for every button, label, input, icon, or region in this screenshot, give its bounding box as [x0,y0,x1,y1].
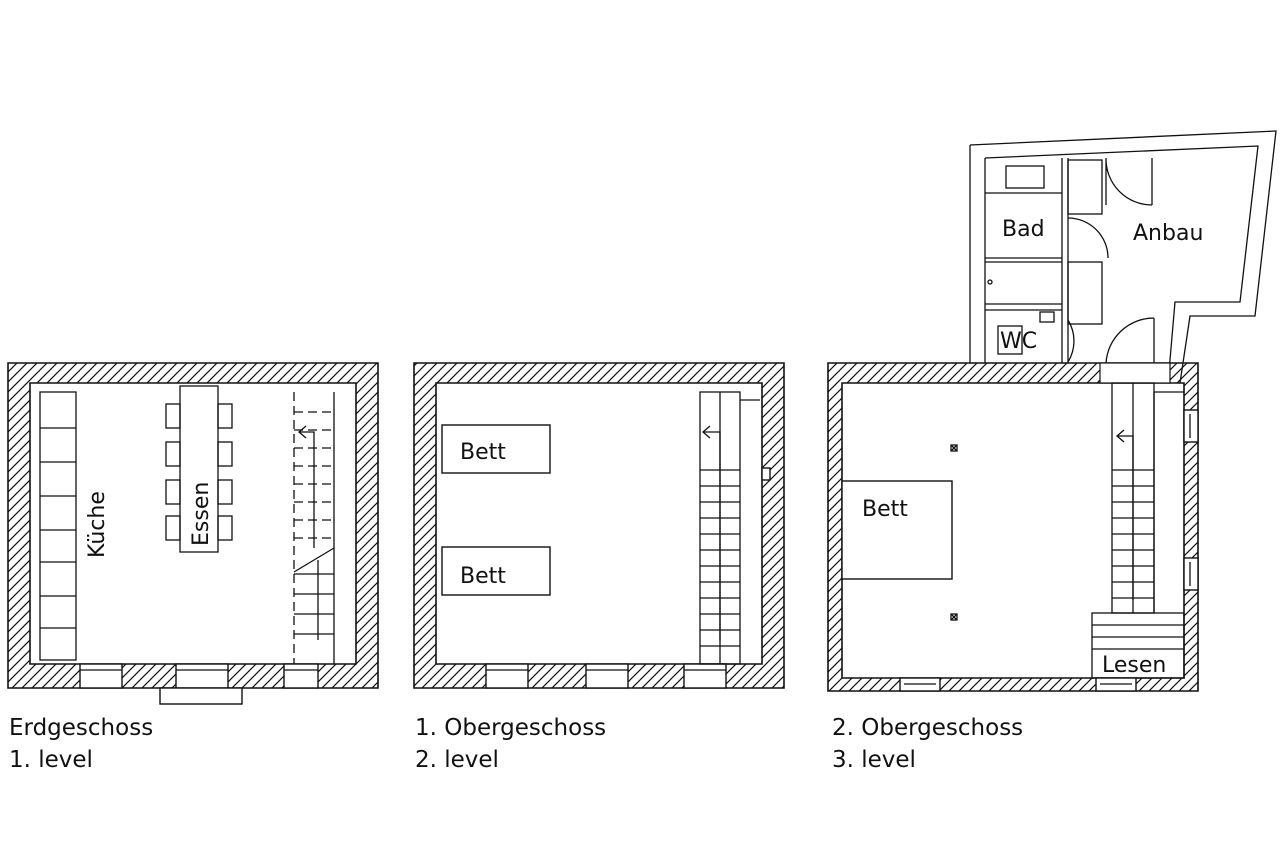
kitchen-counter [39,391,77,661]
plan-erdgeschoss: Küche Essen [7,362,379,705]
bed [841,480,953,580]
caption-title: 1. Obergeschoss [415,715,607,741]
caption-subtitle: 2. level [415,747,499,773]
staircase [1111,382,1184,614]
room-label-bett: Bett [862,497,908,522]
caption-subtitle: 1. level [9,747,93,773]
outer-walls [413,362,785,689]
reading-platform [1091,612,1185,679]
bed-2 [441,546,551,596]
entrance-step [159,687,243,705]
room-label-bett-1: Bett [460,440,506,465]
dining-table [165,385,233,553]
plan-obergeschoss-1: Bett Bett [413,362,785,689]
caption-obergeschoss-1: 1. Obergeschoss 2. level [415,712,606,776]
room-label-kueche: Küche [85,491,110,558]
windows [485,467,771,689]
room-label-anbau: Anbau [1133,221,1203,246]
caption-obergeschoss-2: 2. Obergeschoss 3. level [832,712,1023,776]
ceiling-marks [950,444,958,621]
room-label-bett-2: Bett [460,564,506,589]
room-label-wc: WC [1000,329,1037,354]
staircase [699,391,760,665]
annex-opening [1099,362,1171,384]
caption-subtitle: 3. level [832,747,916,773]
room-label-bad: Bad [1002,217,1045,242]
caption-title: Erdgeschoss [9,715,154,741]
caption-title: 2. Obergeschoss [832,715,1024,741]
caption-erdgeschoss: Erdgeschoss 1. level [9,712,153,776]
bath-partitions [985,158,1103,363]
annex-walls [969,130,1277,384]
bed-1 [441,424,551,474]
room-label-essen: Essen [189,482,214,546]
door-swings [1067,157,1155,364]
outer-walls [7,362,379,689]
windows [79,663,319,689]
staircase [293,392,335,664]
plan-obergeschoss-2: Bett Lesen Bad Anbau WC [827,130,1277,692]
room-label-lesen: Lesen [1102,653,1166,678]
windows [899,409,1199,692]
